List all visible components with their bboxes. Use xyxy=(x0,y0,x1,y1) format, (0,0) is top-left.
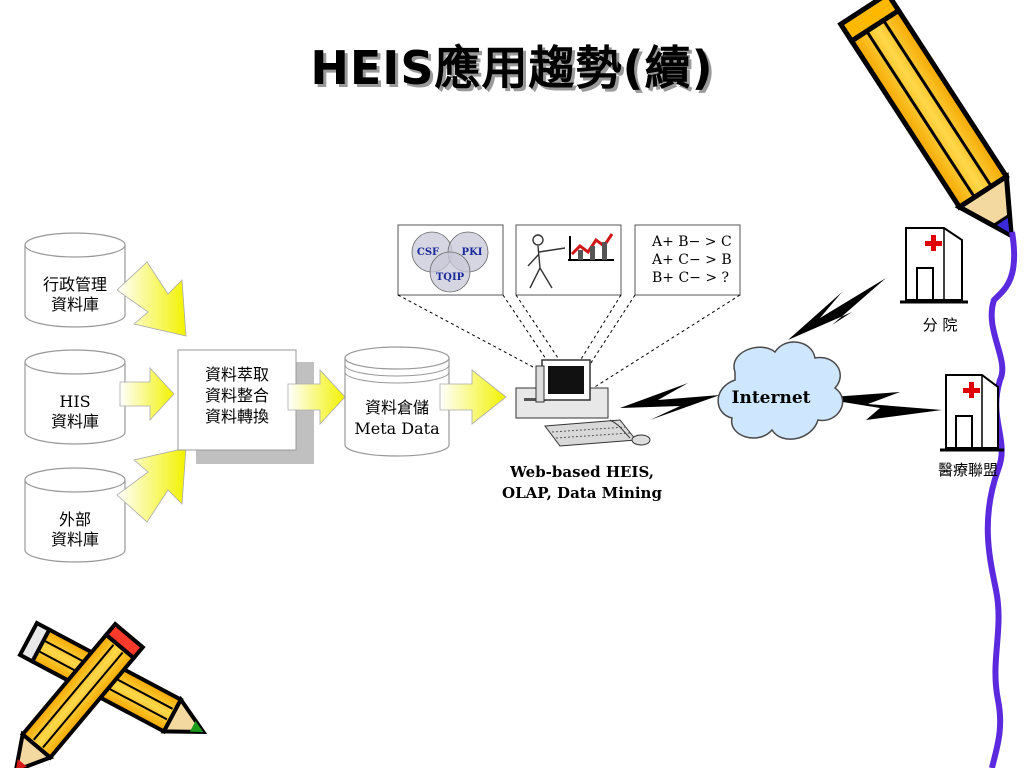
page-title: HEIS應用趨勢(續) xyxy=(310,41,714,95)
arrow-warehouse-to-client xyxy=(439,369,507,425)
arrow-his-to-etl xyxy=(119,366,175,422)
chart-board-icon xyxy=(568,233,614,261)
arrow-external-to-etl xyxy=(116,447,187,523)
link-internet-to-alliance xyxy=(818,392,942,420)
client-label-line2: OLAP, Data Mining xyxy=(502,484,662,502)
venn-label-pki: PKI xyxy=(462,247,483,258)
computer-icon xyxy=(515,359,651,447)
internet-cloud: Internet xyxy=(717,341,844,440)
link-internet-to-branch xyxy=(788,278,886,340)
data-warehouse: 資料倉儲 Meta Data xyxy=(344,346,450,457)
panel-venn: CSF PKI TQIP xyxy=(397,224,504,296)
arrow-etl-to-warehouse xyxy=(287,368,346,426)
rule-line: A+ C− > B xyxy=(651,252,732,268)
hospital-branch-label: 分 院 xyxy=(923,316,958,334)
arrow-admin-to-etl xyxy=(116,261,187,337)
pencil-icon xyxy=(13,621,146,768)
panel-connector-lines xyxy=(397,294,741,391)
database-label-line1: HIS xyxy=(59,392,90,411)
etl-label-line2: 資料整合 xyxy=(205,386,269,405)
client-label-line1: Web-based HEIS, xyxy=(509,463,654,481)
database-admin: 行政管理 資料庫 xyxy=(24,232,126,328)
etl-box: 資料萃取 資料整合 資料轉換 xyxy=(177,349,297,451)
warehouse-label-line2: Meta Data xyxy=(354,419,440,438)
etl-label-line1: 資料萃取 xyxy=(205,365,269,384)
venn-label-csf: CSF xyxy=(417,247,439,258)
database-external: 外部 資料庫 xyxy=(24,467,126,563)
hospital-branch-icon xyxy=(900,227,968,304)
link-client-to-internet xyxy=(620,383,720,420)
panel-presenter xyxy=(515,224,622,296)
warehouse-label-line1: 資料倉儲 xyxy=(365,398,429,417)
rule-line: B+ C− > ? xyxy=(652,270,729,286)
internet-label: Internet xyxy=(732,388,811,408)
hospital-alliance-icon xyxy=(940,374,1004,452)
presenter-icon xyxy=(527,234,566,289)
database-label-line1: 行政管理 xyxy=(43,275,107,294)
database-label-line2: 資料庫 xyxy=(51,530,99,549)
pencil-icon xyxy=(837,0,1015,240)
database-his: HIS 資料庫 xyxy=(24,349,126,445)
panel-rules: A+ B− > C A+ C− > B B+ C− > ? xyxy=(634,224,741,296)
squiggle-decoration xyxy=(984,231,1018,768)
database-label-line2: 資料庫 xyxy=(51,412,99,431)
database-label-line2: 資料庫 xyxy=(51,295,99,314)
rule-line: A+ B− > C xyxy=(651,234,732,250)
hospital-alliance-label: 醫療聯盟 xyxy=(938,461,998,479)
venn-label-tqip: TQIP xyxy=(436,272,465,283)
etl-label-line3: 資料轉換 xyxy=(205,407,269,426)
database-label-line1: 外部 xyxy=(59,510,91,529)
